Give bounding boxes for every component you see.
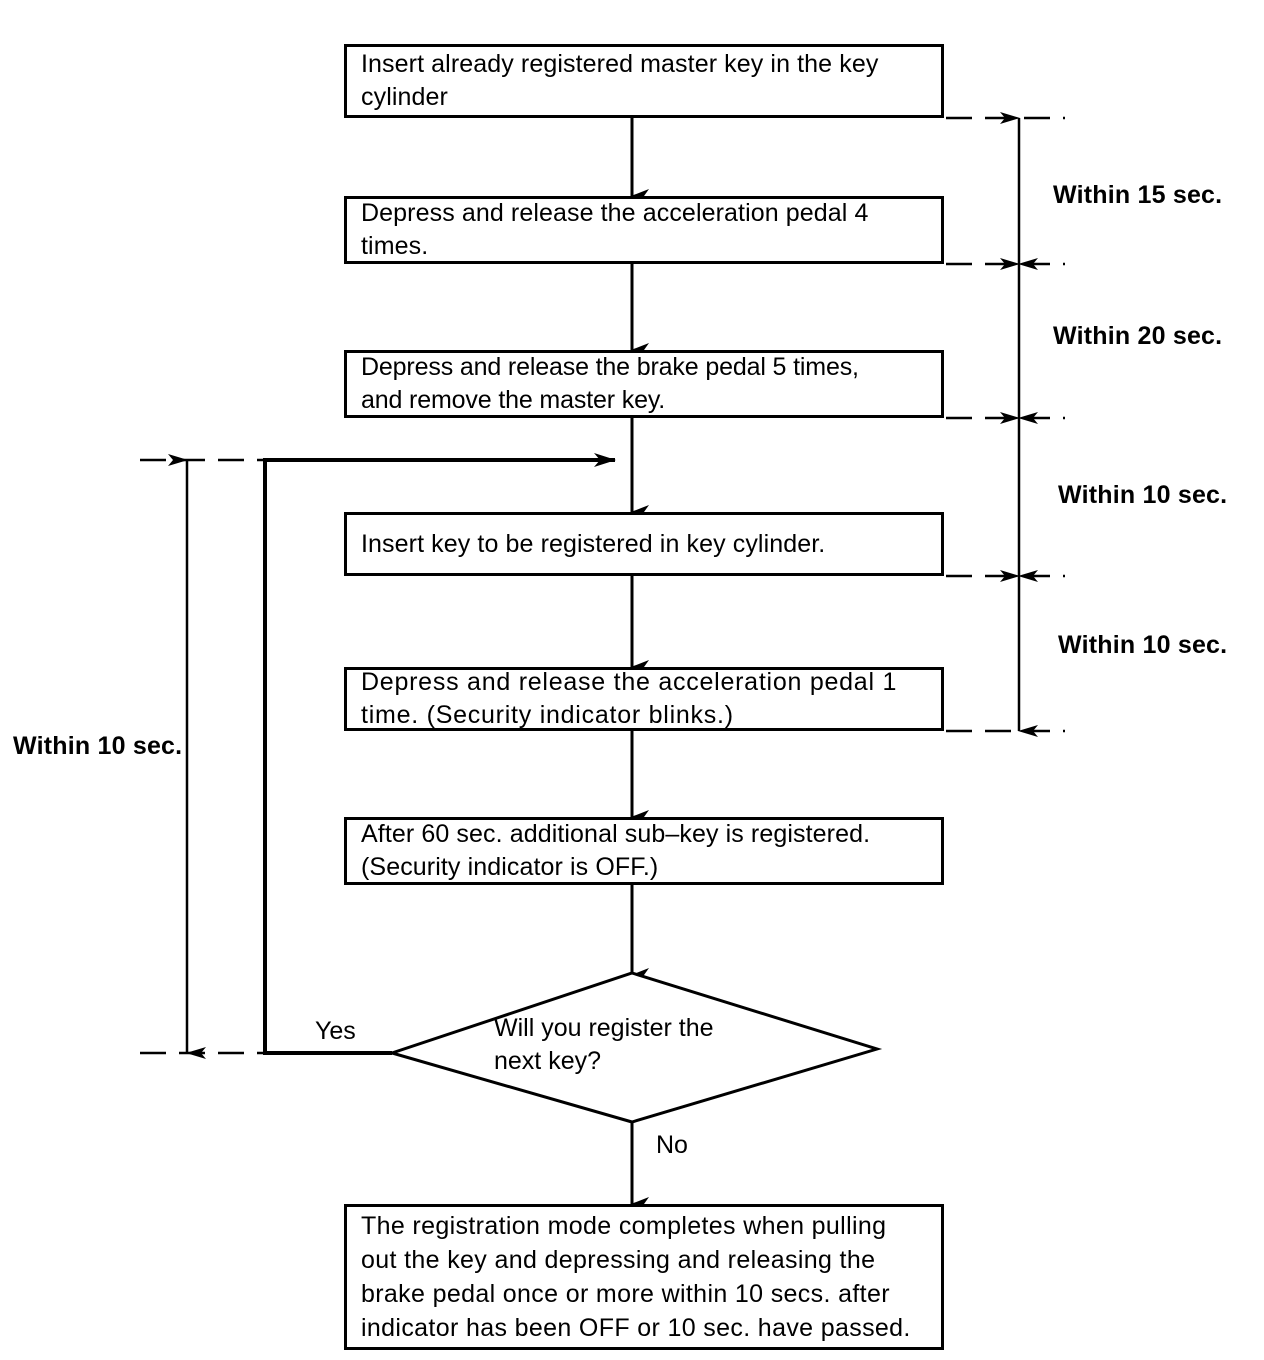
step-accel-pedal-4: Depress and release the acceleration ped… — [344, 196, 944, 264]
timing-label-15-sec: Within 15 sec. — [1053, 181, 1223, 209]
step-subkey-registered: After 60 sec. additional sub–key is regi… — [344, 817, 944, 885]
decision-diamond — [386, 971, 883, 1124]
timing-label-10-sec-left: Within 10 sec. — [13, 732, 183, 760]
step-accel-pedal-1-text: Depress and release the acceleration ped… — [361, 668, 898, 729]
edge-label-no: No — [656, 1131, 688, 1159]
step-registration-complete-text: The registration mode completes when pul… — [361, 1212, 911, 1342]
step-brake-pedal-5-text: Depress and release the brake pedal 5 ti… — [361, 353, 859, 414]
timing-label-10-sec-a: Within 10 sec. — [1058, 481, 1228, 509]
timing-label-20-sec: Within 20 sec. — [1053, 322, 1223, 350]
step-brake-pedal-5: Depress and release the brake pedal 5 ti… — [344, 350, 944, 418]
step-insert-master-key: Insert already registered master key in … — [344, 44, 944, 118]
step-insert-master-key-text: Insert already registered master key in … — [361, 50, 879, 111]
edge-label-yes: Yes — [315, 1017, 356, 1045]
timing-label-10-sec-b: Within 10 sec. — [1058, 631, 1228, 659]
yes-loop-path — [263, 453, 616, 1055]
step-insert-new-key-text: Insert key to be registered in key cylin… — [361, 529, 826, 558]
step-registration-complete: The registration mode completes when pul… — [344, 1204, 944, 1350]
step-accel-pedal-1: Depress and release the acceleration ped… — [344, 667, 944, 731]
step-subkey-registered-text: After 60 sec. additional sub–key is regi… — [361, 820, 871, 881]
step-accel-pedal-4-text: Depress and release the acceleration ped… — [361, 199, 869, 260]
decision-register-next-key-text: Will you register the next key? — [494, 1014, 714, 1075]
step-insert-new-key: Insert key to be registered in key cylin… — [344, 512, 944, 576]
